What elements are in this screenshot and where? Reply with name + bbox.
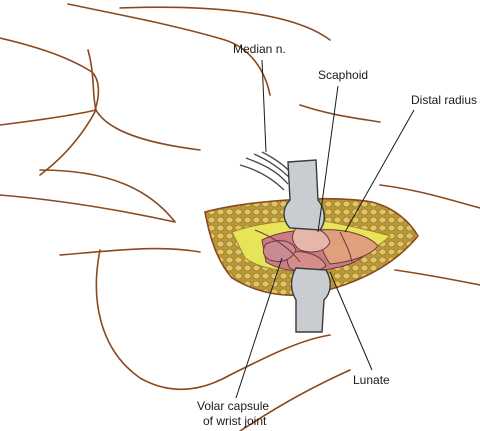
hand-crease-3 — [39, 109, 97, 176]
label-scaphoid: Scaphoid — [318, 68, 368, 82]
thumb-inner-outline — [0, 37, 100, 111]
right-edge-line — [379, 184, 480, 209]
hand-crease-1 — [87, 49, 201, 151]
forearm-curve — [39, 169, 176, 223]
leader-volar-capsule — [235, 257, 283, 399]
thumb-outline — [67, 3, 271, 96]
label-distal-radius: Distal radius — [411, 93, 477, 107]
leader-scaphoid — [317, 85, 339, 233]
retractors — [283, 159, 331, 333]
label-volar-capsule-line2: of wrist joint — [203, 414, 267, 428]
leader-median-nerve — [261, 59, 267, 153]
tissue-strand-2 — [339, 231, 353, 263]
label-median-nerve: Median n. — [233, 42, 286, 56]
retractor-top — [283, 159, 325, 231]
tissue-strand-1 — [254, 229, 301, 263]
retractor-bottom — [290, 267, 331, 333]
median-nerve-strand-4 — [239, 164, 285, 191]
palm-outline-right — [119, 6, 331, 41]
labels: Median n. Scaphoid Distal radius Lunate … — [197, 42, 477, 428]
leader-lines — [235, 59, 415, 399]
forearm-lower-edge — [95, 249, 231, 391]
hand-outline — [0, 3, 480, 431]
palm-outline-top — [299, 104, 381, 123]
label-lunate: Lunate — [353, 373, 390, 387]
hand-crease-2 — [0, 109, 97, 126]
median-nerve — [239, 151, 297, 191]
forearm-crease — [59, 247, 201, 256]
leader-lunate — [329, 271, 373, 371]
wrist-lower-edge — [229, 334, 331, 376]
forearm-bottom-line — [239, 369, 351, 431]
forearm-outline-left — [0, 194, 176, 223]
label-volar-capsule-line1: Volar capsule — [197, 399, 269, 413]
median-nerve-strand-1 — [245, 157, 289, 185]
right-lower-line — [394, 269, 480, 286]
carpal-bone-left — [262, 240, 297, 263]
leader-distal-radius — [344, 109, 415, 233]
